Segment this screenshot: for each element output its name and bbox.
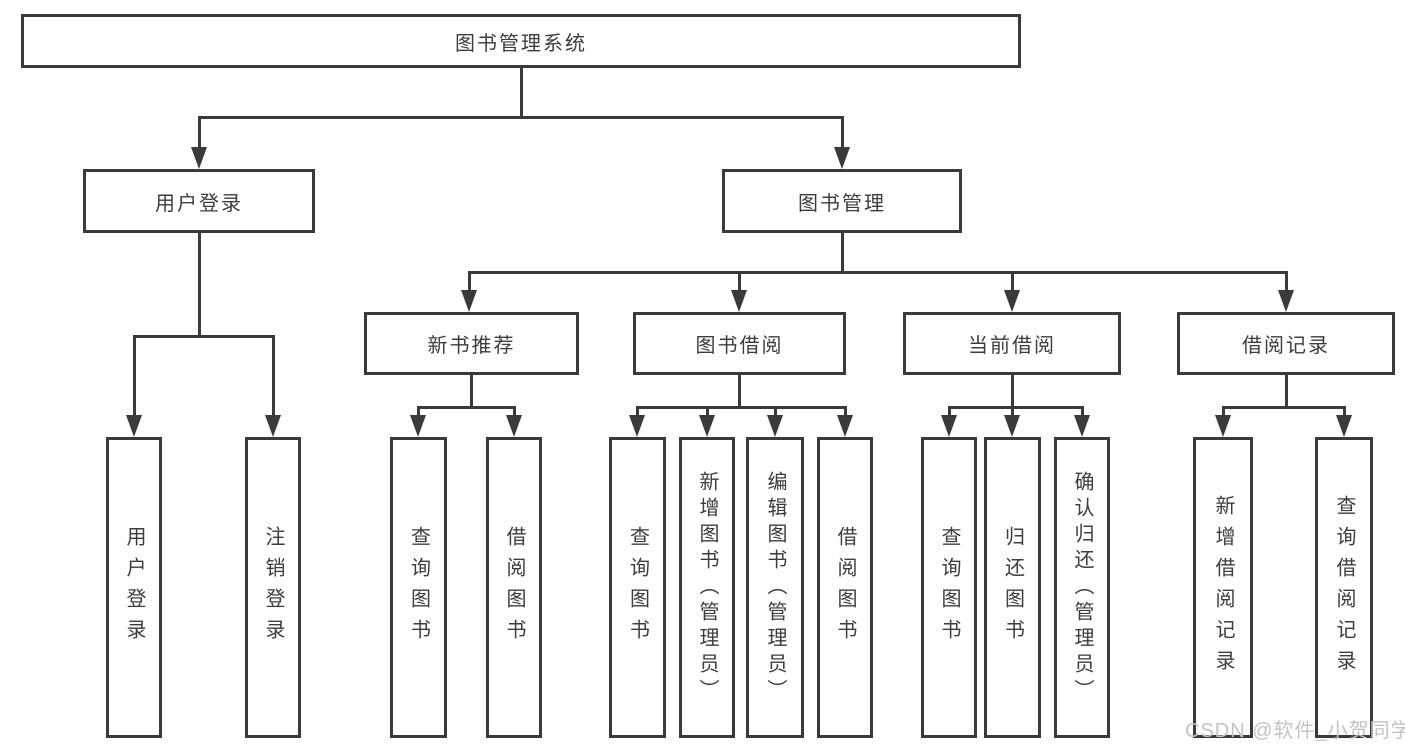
arrow-down-icon bbox=[837, 415, 853, 437]
node-label: 新书推荐 bbox=[427, 335, 516, 357]
connector-line bbox=[520, 68, 523, 119]
node-user-login: 用户登录 bbox=[83, 169, 315, 233]
connector-line bbox=[417, 406, 516, 409]
leaf-borrow-books: 借阅图书 bbox=[817, 437, 873, 738]
connector-line bbox=[948, 406, 1084, 409]
connector-line bbox=[636, 406, 847, 409]
arrow-down-icon bbox=[629, 415, 645, 437]
leaf-query-borrow-record: 查询借阅记录 bbox=[1315, 437, 1373, 738]
node-label: 新增图书（管理员） bbox=[696, 470, 718, 705]
node-label: 归还图书 bbox=[1001, 525, 1024, 650]
connector-line bbox=[272, 335, 275, 427]
node-current-borrow: 当前借阅 bbox=[903, 312, 1121, 375]
node-label: 图书管理 bbox=[798, 192, 886, 215]
connector-line bbox=[1285, 375, 1288, 409]
node-new-book-recommend: 新书推荐 bbox=[364, 312, 579, 375]
connector-line bbox=[198, 233, 201, 338]
node-label: 借阅图书 bbox=[834, 525, 856, 650]
arrow-down-icon bbox=[699, 415, 715, 437]
node-label: 图书管理系统 bbox=[455, 32, 587, 55]
watermark: CSDN @软件_小贺同学 bbox=[1185, 720, 1405, 742]
arrow-down-icon bbox=[265, 415, 281, 437]
connector-line bbox=[1285, 271, 1288, 300]
node-label: 用户登录 bbox=[155, 192, 243, 215]
connector-line bbox=[470, 375, 473, 409]
connector-line bbox=[133, 335, 275, 338]
node-label: 新增借阅记录 bbox=[1212, 494, 1234, 681]
leaf-borrow-books-recommend: 借阅图书 bbox=[486, 437, 542, 738]
leaf-query-books-current: 查询图书 bbox=[921, 437, 977, 738]
node-label: 查询图书 bbox=[938, 525, 960, 650]
arrow-down-icon bbox=[126, 415, 142, 437]
arrow-down-icon bbox=[506, 415, 522, 437]
connector-line bbox=[1011, 375, 1014, 409]
node-label: 用户登录 bbox=[123, 525, 145, 650]
leaf-return-book: 归还图书 bbox=[984, 437, 1041, 738]
connector-line bbox=[738, 271, 741, 300]
node-book-borrow: 图书借阅 bbox=[633, 312, 846, 375]
connector-line bbox=[198, 116, 201, 150]
connector-line bbox=[198, 116, 844, 119]
leaf-logout: 注销登录 bbox=[245, 437, 301, 738]
node-library-system: 图书管理系统 bbox=[21, 14, 1021, 68]
arrow-down-icon bbox=[731, 290, 747, 312]
arrow-down-icon bbox=[1074, 415, 1090, 437]
node-label: 查询借阅记录 bbox=[1333, 494, 1355, 681]
leaf-edit-book-admin: 编辑图书（管理员） bbox=[746, 437, 804, 738]
node-label: 图书借阅 bbox=[695, 335, 784, 357]
node-label: 查询图书 bbox=[407, 525, 430, 650]
arrow-down-icon bbox=[834, 147, 850, 169]
connector-line bbox=[738, 375, 741, 409]
connector-line bbox=[1222, 406, 1346, 409]
arrow-down-icon bbox=[1215, 415, 1231, 437]
connector-line bbox=[468, 271, 1288, 274]
arrow-down-icon bbox=[1004, 290, 1020, 312]
node-label: 查询图书 bbox=[626, 525, 649, 650]
arrow-down-icon bbox=[767, 415, 783, 437]
node-label: 借阅图书 bbox=[503, 525, 525, 650]
connector-line bbox=[1011, 271, 1014, 300]
arrow-down-icon bbox=[191, 147, 207, 169]
connector-line bbox=[841, 116, 844, 150]
leaf-add-book-admin: 新增图书（管理员） bbox=[679, 437, 735, 738]
leaf-query-books-recommend: 查询图书 bbox=[390, 437, 447, 738]
node-label: 当前借阅 bbox=[968, 335, 1056, 357]
arrow-down-icon bbox=[461, 290, 477, 312]
node-label: 编辑图书（管理员） bbox=[764, 470, 786, 705]
arrow-down-icon bbox=[1336, 415, 1352, 437]
node-label: 注销登录 bbox=[262, 525, 284, 650]
leaf-user-login: 用户登录 bbox=[106, 437, 162, 738]
node-label: 借阅记录 bbox=[1242, 335, 1330, 357]
arrow-down-icon bbox=[1004, 415, 1020, 437]
connector-line bbox=[468, 271, 471, 300]
leaf-query-books-borrow: 查询图书 bbox=[609, 437, 666, 738]
leaf-confirm-return-admin: 确认归还（管理员） bbox=[1054, 437, 1110, 738]
node-label: 确认归还（管理员） bbox=[1071, 470, 1093, 705]
node-book-management: 图书管理 bbox=[722, 169, 962, 233]
node-borrow-records: 借阅记录 bbox=[1177, 312, 1395, 375]
leaf-add-borrow-record: 新增借阅记录 bbox=[1193, 437, 1253, 738]
arrow-down-icon bbox=[410, 415, 426, 437]
connector-line bbox=[841, 233, 844, 274]
connector-line bbox=[133, 335, 136, 427]
arrow-down-icon bbox=[941, 415, 957, 437]
arrow-down-icon bbox=[1278, 290, 1294, 312]
